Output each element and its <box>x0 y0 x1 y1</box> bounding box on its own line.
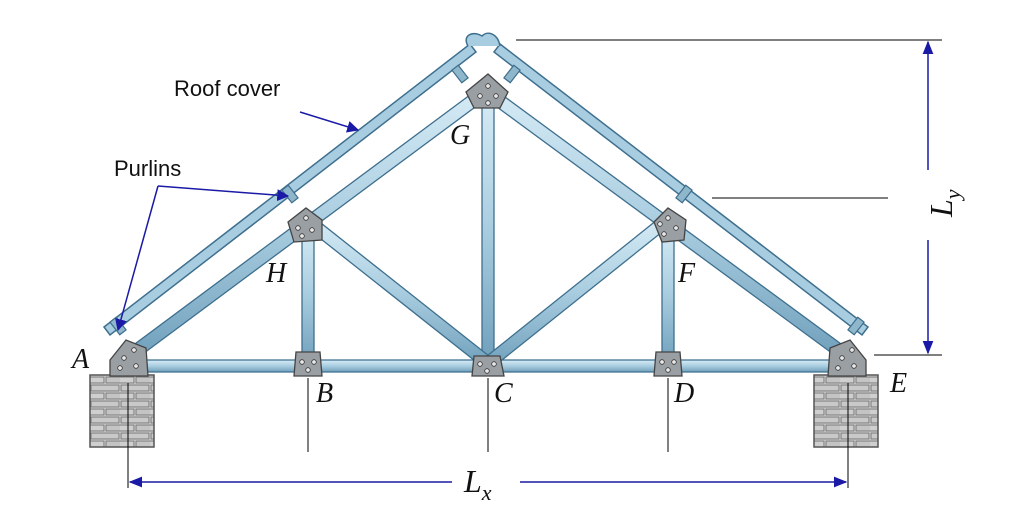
node-label-g: G <box>450 120 470 151</box>
purlin-arrow-h <box>157 185 290 202</box>
purlin-e <box>847 316 865 336</box>
gusset-b <box>293 351 323 377</box>
roof-cover-label: Roof cover <box>174 76 280 101</box>
ly-label: Ly <box>923 189 965 218</box>
lx-main: L <box>463 463 482 499</box>
gusset-g <box>465 73 509 109</box>
node-label-a: A <box>70 344 90 375</box>
node-label-f: F <box>677 258 696 289</box>
node-label-c: C <box>494 378 513 409</box>
annotation-arrows <box>115 111 360 332</box>
ridge-cap <box>465 32 501 47</box>
ly-main: L <box>923 199 959 218</box>
gusset-d <box>653 351 683 377</box>
member-fc <box>480 215 674 369</box>
dimension-arrows <box>128 40 934 488</box>
node-label-b: B <box>316 378 333 409</box>
gusset-h <box>287 207 323 243</box>
purlin-f <box>675 184 693 204</box>
member-hb <box>301 223 315 365</box>
extension-lines <box>127 39 942 488</box>
purlin-g-right <box>503 64 521 84</box>
bolts <box>117 83 857 374</box>
purlin-g-left <box>451 64 469 84</box>
member-hc <box>300 215 496 369</box>
purlin-arrow-a <box>115 185 159 332</box>
node-label-h: H <box>265 258 288 289</box>
roof-cover-arrow <box>299 111 360 133</box>
member-fd <box>661 223 675 365</box>
ly-label-group: Ly <box>923 189 965 218</box>
support-left <box>89 374 155 448</box>
purlins-label: Purlins <box>114 156 181 181</box>
member-gc <box>481 93 495 365</box>
lx-label: Lx <box>463 463 492 505</box>
node-label-e: E <box>889 368 907 399</box>
node-label-d: D <box>673 378 694 409</box>
support-right <box>813 374 879 448</box>
lx-subscript: x <box>481 480 492 505</box>
gusset-c <box>471 355 505 377</box>
ly-subscript: y <box>940 189 965 201</box>
